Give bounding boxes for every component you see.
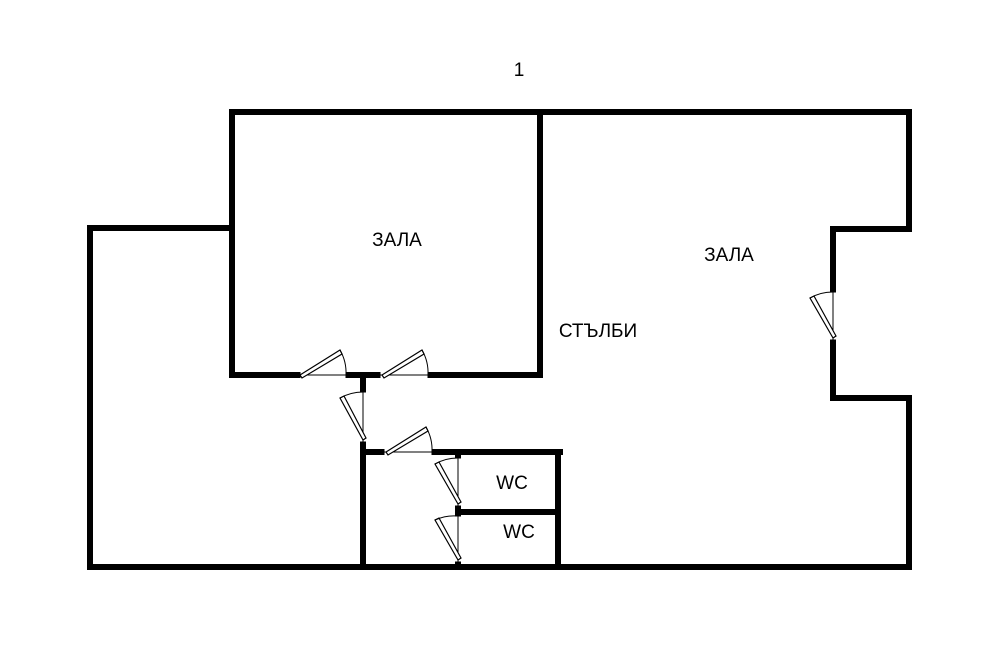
room-labels: ЗАЛА ЗАЛА СТЪЛБИ WC WC <box>372 230 754 543</box>
room-label-stairs: СТЪЛБИ <box>559 321 637 342</box>
door-east <box>809 291 837 341</box>
door-wc-lower <box>434 515 462 563</box>
room-label-hall-left: ЗАЛА <box>372 230 422 251</box>
door-wc-upper <box>434 457 462 507</box>
door-hall-left-2 <box>379 349 429 379</box>
outer-wall <box>87 109 912 570</box>
room-label-wc-upper: WC <box>496 473 528 494</box>
door-corridor <box>339 391 367 443</box>
interior-walls <box>229 109 563 570</box>
floor-number: 1 <box>514 60 525 81</box>
door-hall-left-1 <box>299 349 347 379</box>
door-wc-block <box>383 426 433 456</box>
room-label-hall-right: ЗАЛА <box>704 245 754 266</box>
outer-walls <box>87 109 912 570</box>
doors <box>299 291 837 563</box>
room-label-wc-lower: WC <box>503 522 535 543</box>
